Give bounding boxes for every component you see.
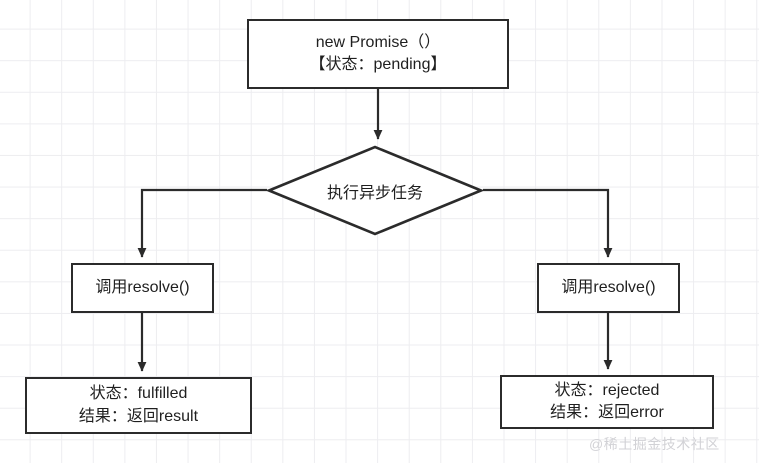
node-state-rejected[interactable]: 状态：rejected 结果：返回error	[500, 375, 714, 429]
node-new-promise-line1: new Promise（）	[315, 33, 441, 51]
edge-async-task-to-call-resolve-left	[137, 188, 267, 258]
node-state-fulfilled[interactable]: 状态：fulfilled 结果：返回result	[25, 377, 252, 434]
node-state-rejected-line1: 状态：rejected	[554, 381, 660, 399]
node-state-rejected-line2: 结果：返回error	[550, 404, 664, 421]
diamond-shape	[267, 145, 483, 236]
node-async-task-label: 执行异步任务	[326, 184, 423, 202]
node-async-task[interactable]: 执行异步任务	[267, 145, 483, 236]
node-new-promise-line2: 【状态：pending】	[309, 56, 447, 73]
node-state-fulfilled-line1: 状态：fulfilled	[89, 385, 188, 403]
watermark-label: @稀土掘金技术社区	[589, 436, 720, 452]
node-call-resolve-left-label: 调用resolve()	[95, 278, 190, 296]
edge-async-task-to-call-resolve-right	[483, 188, 613, 258]
node-call-resolve-right[interactable]: 调用resolve()	[537, 263, 680, 313]
node-call-resolve-left[interactable]: 调用resolve()	[71, 263, 214, 313]
node-new-promise[interactable]: new Promise（） 【状态：pending】	[247, 19, 509, 89]
node-call-resolve-right-label: 调用resolve()	[561, 278, 656, 296]
node-state-fulfilled-line2: 结果：返回result	[78, 407, 199, 425]
